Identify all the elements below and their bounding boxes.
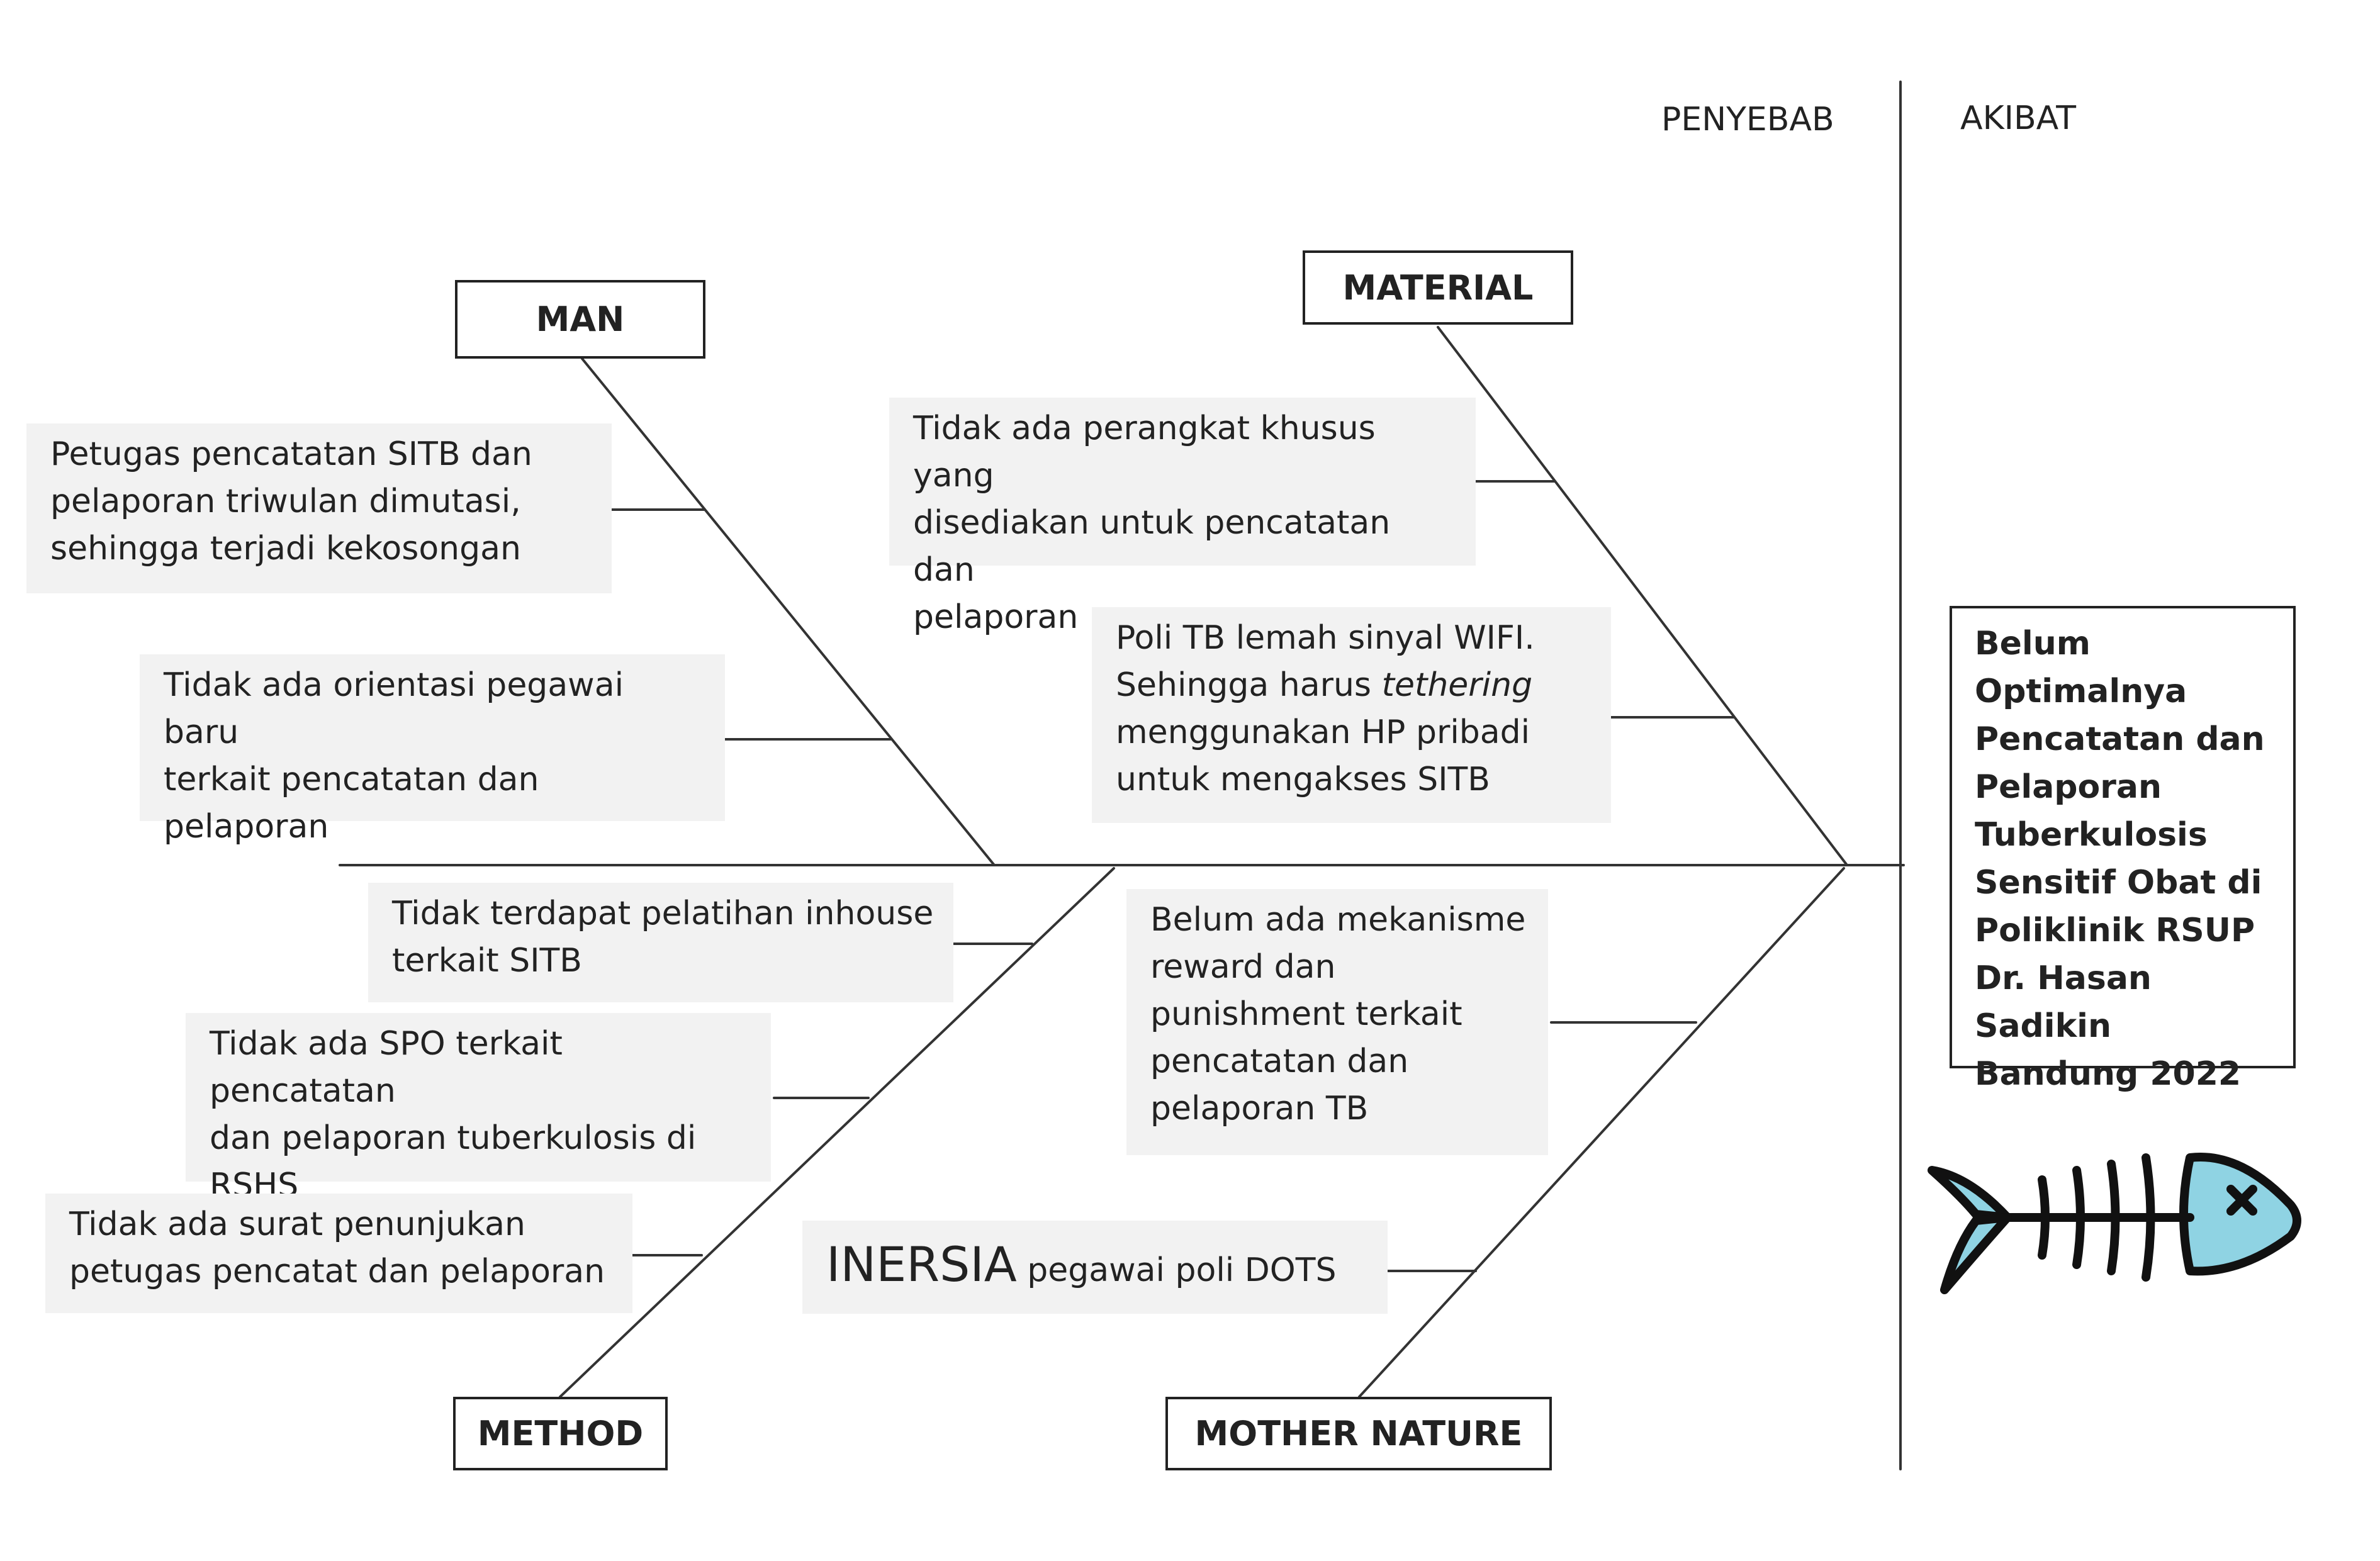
effect-header: AKIBAT bbox=[1960, 99, 2076, 137]
fish-skeleton-icon bbox=[1928, 1153, 2301, 1294]
cause-material-2: Poli TB lemah sinyal WIFI. Sehingga haru… bbox=[1092, 607, 1611, 823]
cause-man-2: Tidak ada orientasi pegawai baru terkait… bbox=[140, 654, 725, 846]
material-bone bbox=[1437, 326, 1848, 866]
cause-nature-2-small: pegawai poli DOTS bbox=[1016, 1251, 1337, 1289]
category-method: METHOD bbox=[453, 1397, 668, 1470]
cause-method-3: Tidak ada surat penunjukan petugas penca… bbox=[45, 1194, 632, 1313]
cause-material-2-italic: tethering bbox=[1381, 666, 1533, 704]
cause-material-1: Tidak ada perangkat khusus yang disediak… bbox=[889, 398, 1476, 636]
cause-man-1: Petugas pencatatan SITB dan pelaporan tr… bbox=[26, 423, 612, 593]
category-man: MAN bbox=[455, 280, 705, 359]
cause-material-2-text-c: menggunakan HP pribadi untuk mengakses S… bbox=[1116, 713, 1530, 798]
nature-bone bbox=[1358, 867, 1845, 1398]
cause-header: PENYEBAB bbox=[1661, 101, 1834, 138]
cause-method-1: Tidak terdapat pelatihan inhouse terkait… bbox=[368, 883, 953, 1002]
cause-method-2: Tidak ada SPO terkait pencatatan dan pel… bbox=[186, 1013, 771, 1204]
cause-nature-2-big: INERSIA bbox=[826, 1236, 1017, 1292]
cause-nature-1: Belum ada mekanisme reward dan punishmen… bbox=[1126, 889, 1548, 1155]
cause-nature-2: INERSIA pegawai poli DOTS bbox=[802, 1221, 1388, 1314]
man-bone bbox=[581, 357, 996, 866]
category-material: MATERIAL bbox=[1303, 250, 1573, 325]
category-mother-nature: MOTHER NATURE bbox=[1165, 1397, 1552, 1470]
method-bone bbox=[559, 867, 1115, 1398]
effect-box: Belum Optimalnya Pencatatan dan Pelapora… bbox=[1950, 606, 2296, 1093]
cause-material-2-text-a: Poli TB lemah sinyal WIFI. Sehingga haru… bbox=[1116, 619, 1535, 704]
